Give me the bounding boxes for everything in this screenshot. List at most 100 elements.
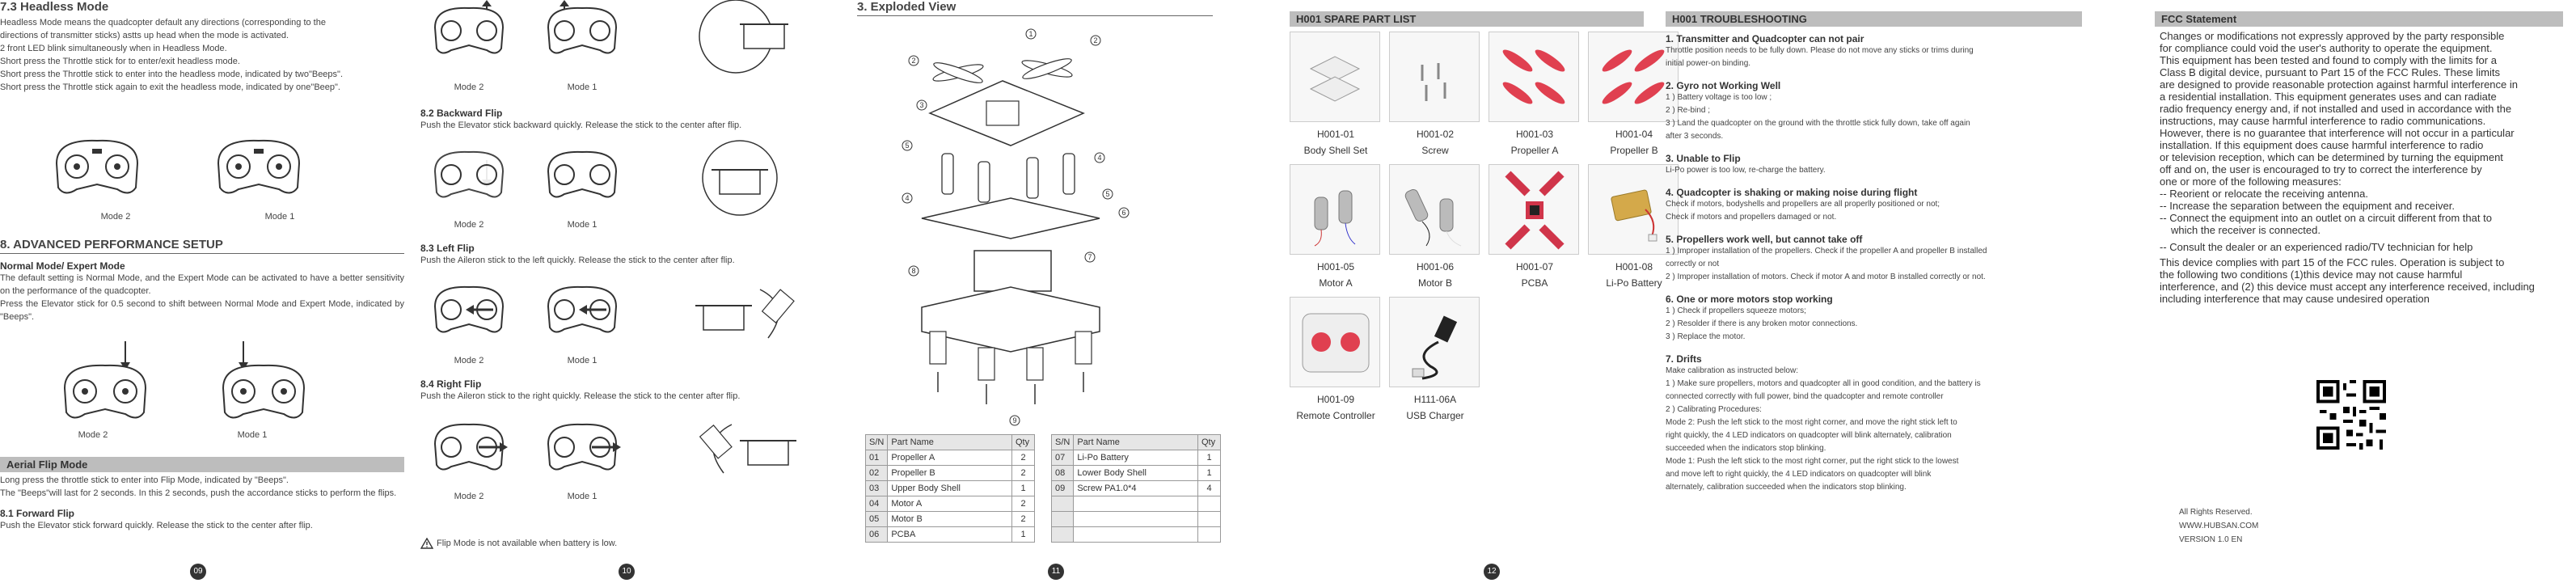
ts-line: 2 ) Calibrating Procedures: — [1666, 405, 1762, 414]
fcc-line: installation. If this equipment does cau… — [2160, 139, 2484, 151]
troubleshooting-list: 1. Transmitter and Quadcopter can not pa… — [1666, 33, 2082, 494]
mode2-label: Mode 2 — [454, 492, 484, 501]
fcc-line: This device complies with part 15 of the… — [2160, 256, 2505, 268]
version-text: VERSION 1.0 EN — [2179, 535, 2243, 544]
fcc-line: This equipment has been tested and found… — [2160, 54, 2497, 66]
page-number: 11 — [1048, 564, 1064, 580]
troubleshooting-title: H001 TROUBLESHOOTING — [1666, 11, 2082, 27]
callout-1: 1 — [1028, 30, 1033, 38]
spare-part-list: H001 SPARE PART LIST H001-01 Body Shell … — [1290, 0, 1679, 583]
ts-heading: 2. Gyro not Working Well — [1666, 80, 1781, 91]
propeller-b-image — [1588, 32, 1679, 122]
headless-line: Short press the Throttle stick again to … — [0, 82, 340, 92]
part-item: H001-08 Li-Po Battery — [1588, 164, 1680, 289]
callout-4b: 4 — [1097, 154, 1101, 162]
normal-mode-text-2: Press the Elevator stick for 0.5 second … — [0, 299, 404, 322]
warning-text: Flip Mode is not available when battery … — [437, 539, 618, 548]
callout-3: 3 — [919, 101, 923, 109]
ts-line: Throttle position needs to be fully down… — [1666, 46, 1974, 55]
fcc-line: -- Connect the equipment into an outlet … — [2160, 212, 2492, 224]
divider — [0, 253, 404, 254]
fcc-line: one or more of the following measures: — [2160, 175, 2342, 188]
qr-code — [2316, 380, 2386, 454]
headless-line: directions of transmitter sticks) astts … — [0, 31, 289, 40]
ts-heading: 6. One or more motors stop working — [1666, 294, 1833, 305]
drone-left-flip-icon — [687, 273, 809, 354]
warning-icon — [420, 538, 433, 549]
ts-line: Mode 1: Push the left stick to the most … — [1666, 457, 1959, 466]
remote-left-flip-mode1 — [542, 279, 623, 357]
ts-heading: 1. Transmitter and Quadcopter can not pa… — [1666, 33, 1864, 44]
table-row — [1050, 511, 1221, 527]
mode1-label: Mode 1 — [264, 212, 295, 222]
usb-charger-image — [1389, 297, 1480, 387]
part-item: H001-05 Motor A — [1290, 164, 1382, 289]
fcc-statement-page: FCC Statement Changes or modifications n… — [2155, 0, 2575, 583]
mode1-label: Mode 1 — [567, 356, 598, 365]
remote-forward-flip-mode2 — [429, 0, 509, 78]
remote-controller-image — [1290, 297, 1380, 387]
part-name-header: Part Name — [1073, 434, 1198, 450]
mode2-label: Mode 2 — [100, 212, 131, 222]
part-name: Propeller B — [1610, 145, 1658, 156]
remote-backward-flip-mode2 — [429, 144, 509, 222]
callout-2: 2 — [1093, 36, 1097, 44]
part-item: H001-01 Body Shell Set — [1290, 32, 1382, 156]
callout-6: 6 — [1121, 209, 1125, 217]
part-name: Li-Po Battery — [1606, 277, 1662, 289]
website-text: WWW.HUBSAN.COM — [2179, 522, 2259, 530]
page-number: 12 — [1484, 564, 1500, 580]
headless-line: Short press the Throttle stick to enter … — [0, 70, 344, 79]
ts-line: connected correctly with full power, bin… — [1666, 392, 1944, 401]
left-flip-text: Push the Aileron stick to the left quick… — [420, 256, 735, 265]
ts-line: 1 ) Check if propellers squeeze motors; — [1666, 306, 1806, 315]
part-name: Body Shell Set — [1303, 145, 1368, 156]
headless-mode-text: Headless Mode means the quadcopter defau… — [0, 16, 404, 94]
fcc-line: for compliance could void the user's aut… — [2160, 42, 2493, 54]
ts-line: Mode 2: Push the left stick to the most … — [1666, 418, 1957, 427]
fcc-line: Changes or modifications not expressly a… — [2160, 30, 2505, 42]
fcc-line: a residential installation. This equipme… — [2160, 91, 2497, 103]
ts-line: Check if motors and propellers damaged o… — [1666, 213, 1837, 222]
divider — [857, 15, 1213, 16]
fcc-line: -- Consult the dealer or an experienced … — [2160, 241, 2473, 253]
part-item: H001-03 Propeller A — [1489, 32, 1581, 156]
part-name: Motor B — [1417, 277, 1452, 289]
fcc-line: instructions, may cause harmful interfer… — [2160, 115, 2486, 127]
ts-line: Li-Po power is too low, re-charge the ba… — [1666, 166, 1826, 175]
page-12-troubleshooting: H001 TROUBLESHOOTING 1. Transmitter and … — [1484, 0, 2118, 583]
ts-line: Make calibration as instructed below: — [1666, 366, 1798, 375]
remote-right-flip-mode1 — [542, 416, 623, 495]
motor-b-image — [1389, 164, 1480, 255]
remote-mode2-headless — [49, 131, 146, 208]
part-name: Propeller A — [1510, 145, 1559, 156]
part-item: H111-06A USB Charger — [1389, 297, 1481, 421]
ts-heading: 3. Unable to Flip — [1666, 153, 1741, 164]
mode2-label: Mode 2 — [78, 430, 108, 440]
remote-forward-flip-mode1 — [542, 0, 623, 78]
aerial-flip-text-2: The "Beeps"will last for 2 seconds. In t… — [0, 488, 397, 498]
callout-7: 7 — [1087, 253, 1092, 261]
fcc-line: interference, and (2) this device must a… — [2160, 281, 2535, 293]
ts-heading: 5. Propellers work well, but cannot take… — [1666, 234, 1863, 245]
ts-line: after 3 seconds. — [1666, 132, 1724, 141]
mode1-label: Mode 1 — [567, 492, 598, 501]
page-11: 3. Exploded View — [857, 0, 1286, 583]
ts-line: Check if motors, bodyshells and propelle… — [1666, 200, 1940, 209]
spare-part-title: H001 SPARE PART LIST — [1290, 11, 1644, 27]
screw-image — [1389, 32, 1480, 122]
callout-9: 9 — [1012, 416, 1016, 425]
part-code: H001-04 — [1615, 129, 1653, 140]
headless-line: 2 front LED blink simultaneously when in… — [0, 44, 227, 53]
fcc-title: FCC Statement — [2155, 11, 2563, 27]
remote-mode1-headless — [210, 131, 307, 208]
part-code: H001-09 — [1316, 394, 1355, 405]
